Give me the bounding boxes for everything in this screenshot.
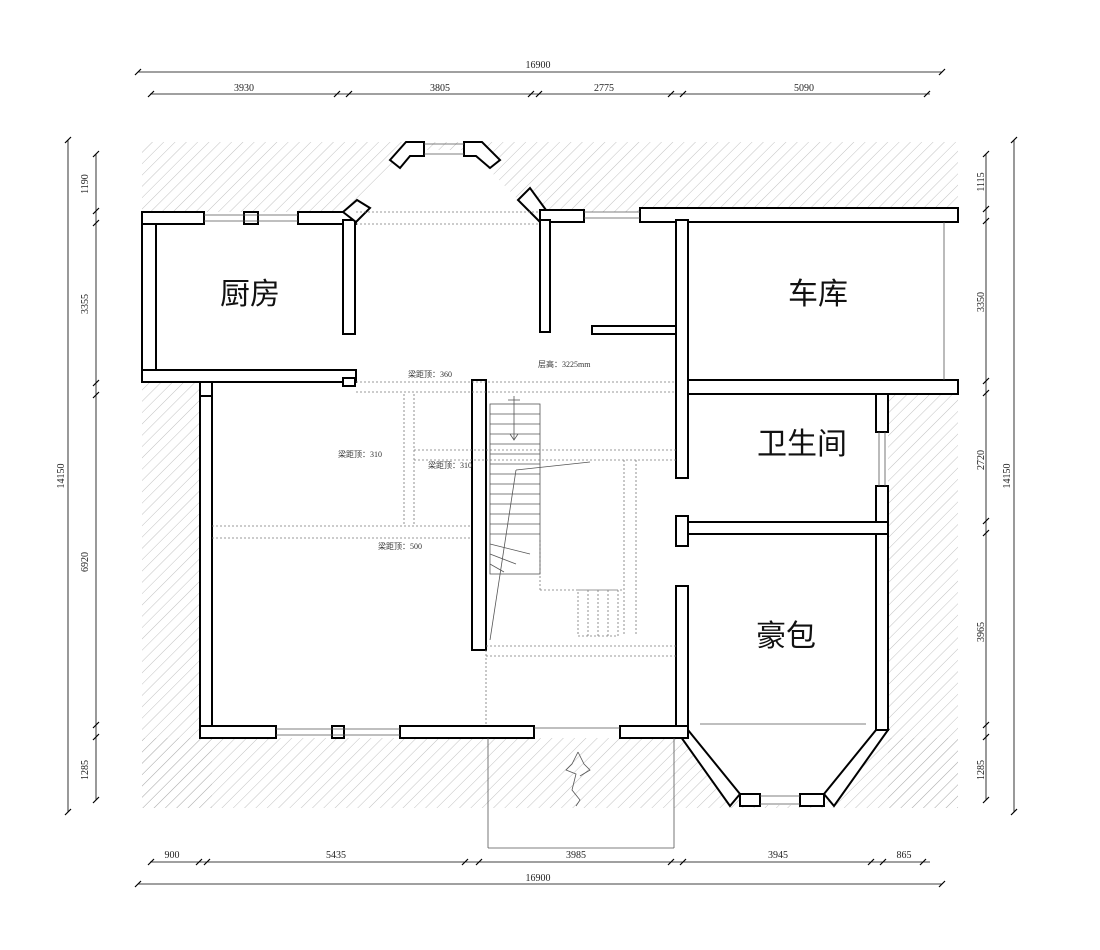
- staircase: [489, 396, 619, 641]
- dim-top-seg: 2775: [594, 83, 614, 94]
- dim-left-total: 14150: [56, 464, 67, 489]
- dimension-lines: [64, 68, 1018, 888]
- dim-top-total: 16900: [526, 60, 551, 71]
- dim-bottom-total: 16900: [526, 873, 551, 884]
- beam-lines: [212, 211, 676, 726]
- walls: [141, 141, 959, 808]
- room-label-kitchen: 厨房: [220, 277, 280, 312]
- dimension-labels: 16900 3930 3805 2775 5090 900 5435 3985 …: [56, 60, 1013, 884]
- dim-bottom-seg: 900: [165, 850, 180, 861]
- dim-bottom-seg: 5435: [326, 850, 346, 861]
- dim-right-seg: 3350: [976, 292, 987, 312]
- dim-left-seg: 3355: [80, 294, 91, 314]
- room-label-garage: 车库: [788, 277, 848, 312]
- beam-note: 梁距顶：310: [338, 450, 382, 459]
- room-label-private-room: 豪包: [756, 619, 816, 654]
- entrance-marker-icon: [565, 751, 591, 807]
- dim-right-seg: 3965: [976, 622, 987, 642]
- beam-note: 梁距顶：500: [378, 542, 422, 551]
- room-label-bathroom: 卫生间: [757, 427, 847, 462]
- dim-top-seg: 3805: [430, 83, 450, 94]
- room-labels: 厨房 车库 卫生间 豪包: [220, 277, 848, 654]
- dim-left-seg: 1190: [80, 174, 91, 194]
- dim-bottom-seg: 3985: [566, 850, 586, 861]
- dim-bottom-seg: 3945: [768, 850, 788, 861]
- beam-note: 梁距顶：360: [408, 370, 452, 379]
- beam-note: 梁距顶：310: [428, 461, 472, 470]
- dim-top-seg: 3930: [234, 83, 254, 94]
- dim-left-seg: 6920: [80, 552, 91, 572]
- dim-top-seg: 5090: [794, 83, 814, 94]
- dim-right-seg: 2720: [976, 450, 987, 470]
- floor-height-note: 层高：3225mm: [538, 359, 591, 369]
- annotations: 层高：3225mm 梁距顶：360 梁距顶：310 梁距顶：310 梁距顶：50…: [338, 359, 591, 551]
- windows: [204, 143, 945, 849]
- dim-left-seg: 1285: [80, 760, 91, 780]
- dim-right-total: 14150: [1002, 464, 1013, 489]
- dim-bottom-seg: 865: [897, 850, 912, 861]
- dim-right-seg: 1115: [976, 172, 987, 191]
- dim-right-seg: 1285: [976, 760, 987, 780]
